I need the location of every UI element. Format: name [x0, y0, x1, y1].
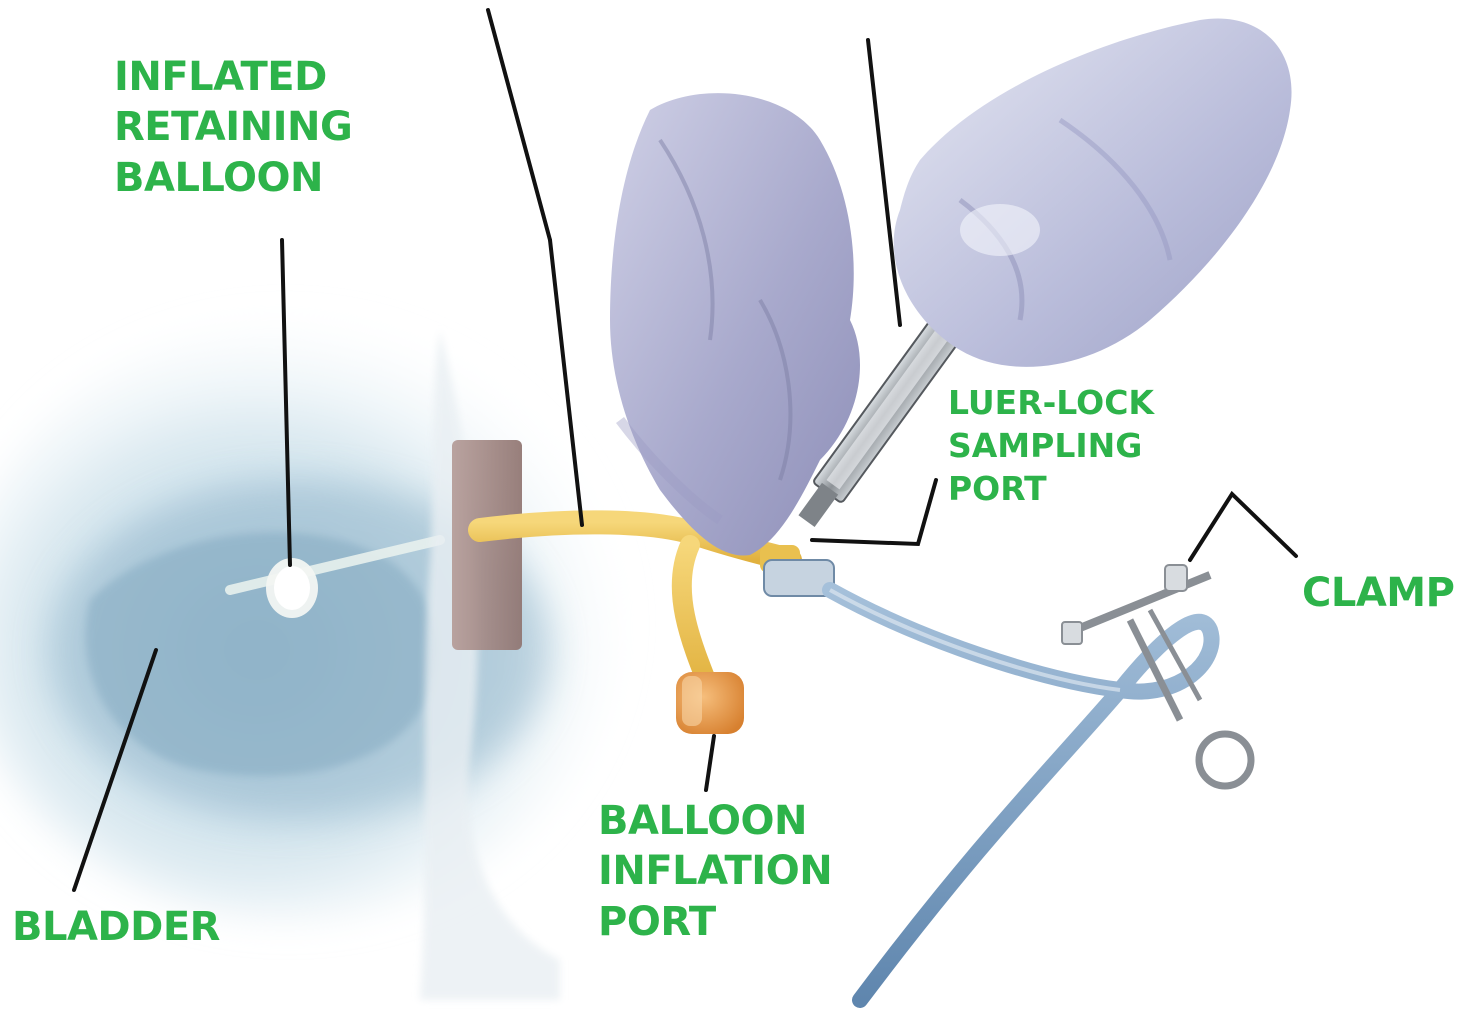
label-line: SAMPLING [948, 425, 1154, 468]
label-balloon-inflation-port: BALLOON INFLATION PORT [598, 796, 832, 947]
label-bladder: BLADDER [12, 902, 220, 952]
leader-clamp [1190, 494, 1296, 560]
label-line: INFLATION [598, 846, 832, 896]
label-line: PORT [948, 468, 1154, 511]
label-line: BALLOON [114, 153, 352, 203]
inflation-valve [676, 672, 744, 734]
label-inflated-retaining-balloon: INFLATED RETAINING BALLOON [114, 52, 352, 203]
tube-clamp [1062, 565, 1251, 786]
label-line: RETAINING [114, 102, 352, 152]
label-line: BLADDER [12, 902, 220, 952]
label-line: BALLOON [598, 796, 832, 846]
label-line: LUER-LOCK [948, 382, 1154, 425]
leader-top-left [488, 10, 550, 240]
label-line: PORT [598, 897, 832, 947]
leader-inflation-port [706, 736, 714, 790]
tissue-block [452, 440, 522, 650]
label-clamp: CLAMP [1302, 568, 1454, 618]
label-luer-lock-sampling-port: LUER-LOCK SAMPLING PORT [948, 382, 1154, 511]
label-line: INFLATED [114, 52, 352, 102]
leader-syringe [868, 40, 900, 325]
gloved-hand-right [894, 18, 1292, 366]
label-line: CLAMP [1302, 568, 1454, 618]
